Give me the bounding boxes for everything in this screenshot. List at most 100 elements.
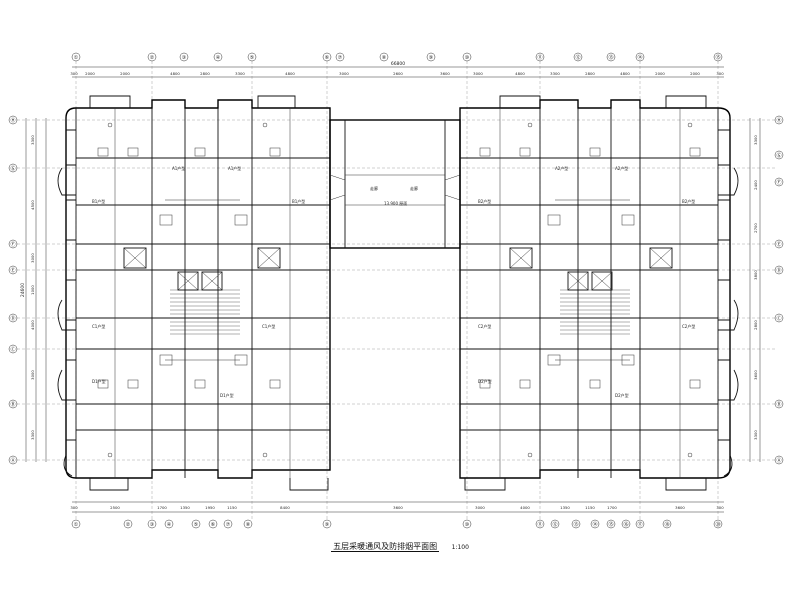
axis-label: Ⓔ	[10, 267, 15, 274]
axis-bubbles-left: Ⓗ Ⓖ Ⓕ Ⓔ Ⓓ Ⓒ Ⓑ Ⓐ	[8, 115, 18, 465]
axis-label: Ⓓ	[776, 267, 781, 274]
axis-label: ⑭	[637, 54, 642, 61]
unit-label: D1户型	[220, 392, 234, 398]
axis-label: ⑪	[537, 521, 542, 528]
bottom-dim: 3600	[675, 505, 685, 510]
axis-label: ⑧	[246, 522, 251, 528]
left-total-dimension: 24600	[20, 283, 26, 297]
top-dim: 2800	[585, 71, 595, 76]
central-connector: 走廊 走廊 13.900 屋面	[329, 119, 461, 249]
top-dim: 3000	[339, 71, 349, 76]
axis-label: ⑪	[537, 54, 542, 61]
axis-label: Ⓔ	[776, 241, 781, 248]
unit-label: B1户型	[92, 198, 105, 204]
right-dim: 2800	[753, 320, 758, 330]
axis-label: Ⓒ	[776, 315, 781, 322]
axis-label: Ⓐ	[10, 457, 15, 464]
axis-label: ③	[150, 522, 154, 528]
axis-label: ⑧	[382, 55, 387, 61]
top-dim: 3600	[440, 71, 450, 76]
bottom-dim: 1150	[227, 505, 237, 510]
axis-label: ⑮	[608, 521, 613, 528]
top-dim: 4800	[170, 71, 180, 76]
bottom-dim: 8400	[280, 505, 290, 510]
axis-label: Ⓕ	[776, 179, 781, 186]
axis-label: Ⓖ	[10, 165, 15, 172]
axis-label: ⑫	[575, 54, 580, 61]
unit-label: B2户型	[478, 198, 491, 204]
right-dim: 3800	[753, 270, 758, 280]
axis-label: ⑯	[623, 521, 628, 528]
axis-label: ⑨	[325, 522, 329, 528]
axis-bubbles-right: Ⓗ Ⓖ Ⓕ Ⓔ Ⓓ Ⓒ Ⓑ Ⓐ	[774, 115, 784, 465]
unit-label: A2户型	[615, 165, 628, 171]
left-dim: 3300	[30, 135, 35, 145]
top-dim: 4800	[620, 71, 630, 76]
bottom-dimension-values: 300 2500 1700 1350 1950 1150 8400 3600 3…	[70, 505, 724, 510]
axis-label: Ⓑ	[10, 401, 15, 408]
unit-label: C2户型	[682, 323, 695, 329]
top-dim: 2000	[120, 71, 130, 76]
center-hall-label: 13.900 屋面	[384, 200, 407, 206]
right-dim: 3600	[753, 370, 758, 380]
dimension-lines	[25, 66, 761, 513]
axis-label: ⑩	[465, 522, 470, 528]
right-dim: 3300	[753, 430, 758, 440]
left-dim: 4000	[30, 320, 35, 330]
axis-bubbles-bottom: ① ② ③ ④ ⑤ ⑥ ⑦ ⑧ ⑨ ⑩ ⑪ ⑫ ⑬ ⑭ ⑮ ⑯ ⑰ ⑱ ⑳	[71, 519, 723, 529]
top-dimension-values: 300 2000 2000 4800 2800 3300 4800 3000 2…	[70, 71, 724, 76]
top-dim: 2800	[200, 71, 210, 76]
axis-label: Ⓒ	[10, 346, 15, 353]
axis-label: ⑤	[250, 55, 254, 61]
left-dim: 3000	[30, 370, 35, 380]
corridor-label: 走廊	[370, 185, 378, 191]
bottom-dim: 1950	[205, 505, 215, 510]
unit-label: A1户型	[228, 165, 241, 171]
overall-dimension: 66800	[391, 61, 405, 67]
axis-label: ⑮	[715, 54, 720, 61]
axis-bubbles-top: ① ② ③ ④ ⑤ ⑥ ⑦ ⑧ ⑨ ⑩ ⑪ ⑫ ⑬ ⑭ ⑮	[71, 52, 723, 62]
left-dimension-values: 3300 4500 3000 1000 4000 3000 3300	[30, 135, 35, 440]
bottom-dim: 3000	[475, 505, 485, 510]
bottom-dim: 1150	[585, 505, 595, 510]
axis-label: Ⓕ	[10, 241, 15, 248]
top-dim: 300	[716, 71, 724, 76]
grid-axis-lines	[17, 61, 775, 520]
bottom-dim: 1350	[560, 505, 570, 510]
unit-label: D2户型	[478, 378, 492, 384]
right-dim: 3300	[753, 135, 758, 145]
unit-label: C1户型	[92, 323, 105, 329]
bottom-dim: 3600	[393, 505, 403, 510]
left-dim: 1000	[30, 285, 35, 295]
right-wing: A2户型 A2户型 B2户型 B2户型 C2户型 C2户型 D2户型 D2户型	[459, 95, 739, 491]
unit-label: C2户型	[478, 323, 491, 329]
top-dim: 2000	[690, 71, 700, 76]
top-dim: 3300	[235, 71, 245, 76]
right-dim: 2400	[753, 180, 758, 190]
top-dim: 3000	[473, 71, 483, 76]
bottom-dim: 300	[716, 505, 724, 510]
top-dim: 2000	[655, 71, 665, 76]
top-dim: 3300	[550, 71, 560, 76]
axis-label: ⑤	[194, 522, 198, 528]
left-wing: A1户型 A1户型 B1户型 B1户型 C1户型 C1户型 D1户型 D1户型	[57, 95, 331, 491]
top-dim: 2600	[393, 71, 403, 76]
top-dim: 4800	[285, 71, 295, 76]
unit-label: D1户型	[92, 378, 106, 384]
axis-label: Ⓓ	[10, 315, 15, 322]
axis-label: Ⓐ	[776, 457, 781, 464]
axis-label: ⑳	[715, 521, 720, 528]
axis-label: Ⓑ	[776, 401, 781, 408]
axis-label: ⑱	[664, 521, 669, 528]
right-dim: 2700	[753, 223, 758, 233]
corridor-label: 走廊	[410, 185, 418, 191]
axis-label: ⑰	[637, 521, 642, 528]
top-dim: 4800	[515, 71, 525, 76]
unit-label: B2户型	[682, 198, 695, 204]
bottom-dim: 1700	[607, 505, 617, 510]
axis-label: Ⓗ	[10, 117, 15, 124]
left-dim: 4500	[30, 200, 35, 210]
axis-label: Ⓖ	[776, 152, 781, 159]
left-dim: 3000	[30, 253, 35, 263]
unit-label: B1户型	[292, 198, 305, 204]
